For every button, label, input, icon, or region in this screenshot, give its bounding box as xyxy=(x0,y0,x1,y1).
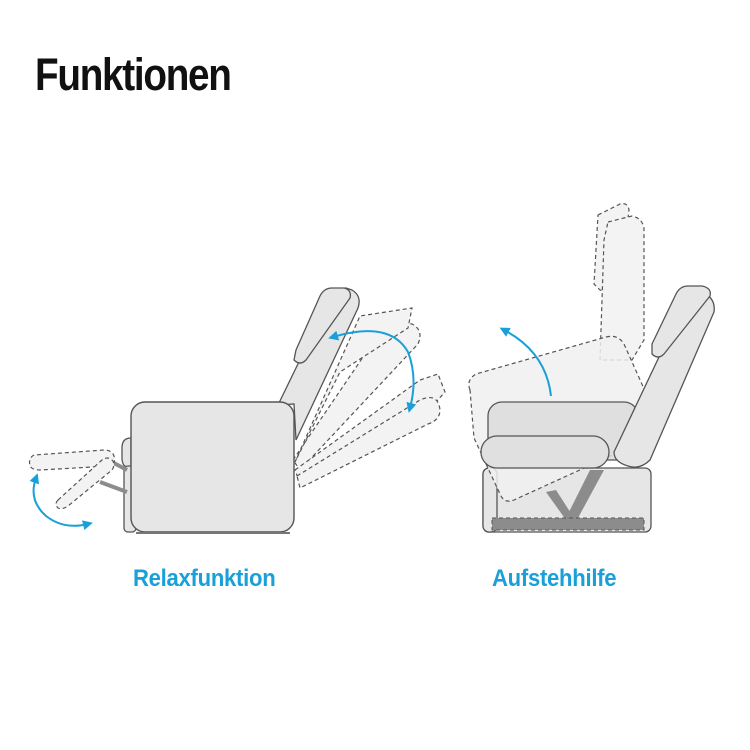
standup-aid-label: Aufstehhilfe xyxy=(492,565,617,592)
lift-direction-arrow-icon xyxy=(499,327,552,397)
footrest-mechanism xyxy=(99,460,128,494)
lift-backrest xyxy=(613,285,715,468)
lift-base-plate xyxy=(491,517,645,531)
recliner-relax-diagram xyxy=(28,287,446,534)
ghost-footrest-positions xyxy=(28,449,116,510)
ghost-upright-backrest xyxy=(593,203,645,361)
chair-arm-bump xyxy=(121,437,132,469)
recliner-lift-diagram xyxy=(468,203,715,533)
backrest-rotation-arrow-icon xyxy=(328,330,417,413)
lift-mechanism xyxy=(546,470,604,520)
chair-backrest xyxy=(276,287,360,441)
footrest-rotation-arrow-icon xyxy=(29,473,93,531)
lift-armrest xyxy=(480,435,610,469)
relax-function-label: Relaxfunktion xyxy=(133,565,276,592)
page-title: Funktionen xyxy=(35,49,232,101)
chair-seat xyxy=(130,401,295,533)
